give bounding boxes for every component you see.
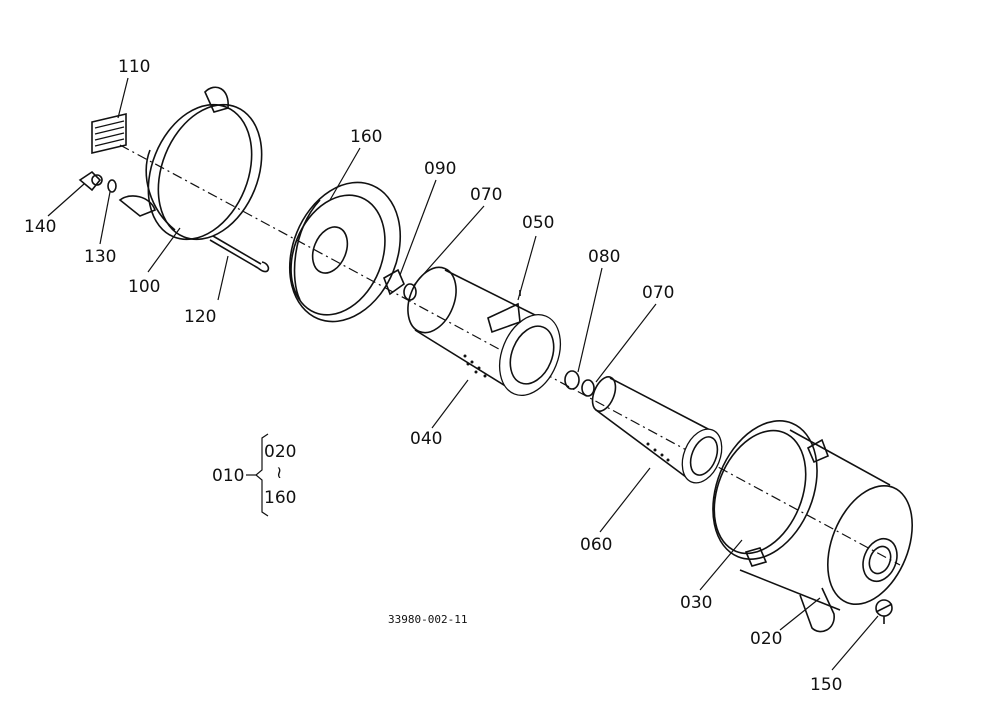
assembly-parent: 010: [212, 466, 244, 486]
assembly-last: 160: [264, 488, 296, 508]
assembly-first: 020: [264, 442, 296, 462]
assembly-bracket: 010 020 ≀ 160: [212, 433, 296, 517]
label-130: 130: [84, 247, 116, 267]
label-030: 030: [680, 593, 712, 613]
part-060-safety-element: [591, 376, 723, 484]
label-120: 120: [184, 307, 216, 327]
label-100: 100: [128, 277, 160, 297]
leader-lines: [47, 77, 879, 671]
part-130-washer: [107, 179, 117, 193]
label-160: 160: [350, 127, 382, 147]
drawing-number: 33980-002-11: [388, 613, 467, 626]
label-070-lower: 070: [642, 283, 674, 303]
part-070-seal-upper: [403, 283, 417, 301]
label-110: 110: [118, 57, 150, 77]
label-140: 140: [24, 217, 56, 237]
label-060: 060: [580, 535, 612, 555]
assembly-range-mark: ≀: [276, 463, 282, 483]
part-030-gasket-ring: [712, 420, 818, 560]
part-110-label-plate: [91, 112, 127, 155]
part-040-perforation: [463, 354, 487, 378]
part-020-housing: [739, 429, 913, 633]
part-040-outer-element: [407, 266, 562, 396]
part-070-seal-lower: [581, 379, 595, 397]
label-150: 150: [810, 675, 842, 695]
label-050: 050: [522, 213, 554, 233]
label-070-upper: 070: [470, 185, 502, 205]
part-120-hook-bolt: [209, 235, 270, 273]
part-labels: 110 160 090 070 050 080 070 140 130 100 …: [24, 57, 842, 695]
part-100-clamp-band: [118, 86, 263, 241]
part-160-cover: [288, 181, 402, 323]
part-150-dust-valve: [875, 599, 893, 624]
part-090-wing-nut: [383, 268, 405, 296]
part-060-perforation: [646, 442, 670, 462]
label-040: 040: [410, 429, 442, 449]
label-090: 090: [424, 159, 456, 179]
part-140-wing-nut: [78, 170, 103, 192]
label-020: 020: [750, 629, 782, 649]
part-080-nut: [564, 370, 580, 390]
label-080: 080: [588, 247, 620, 267]
